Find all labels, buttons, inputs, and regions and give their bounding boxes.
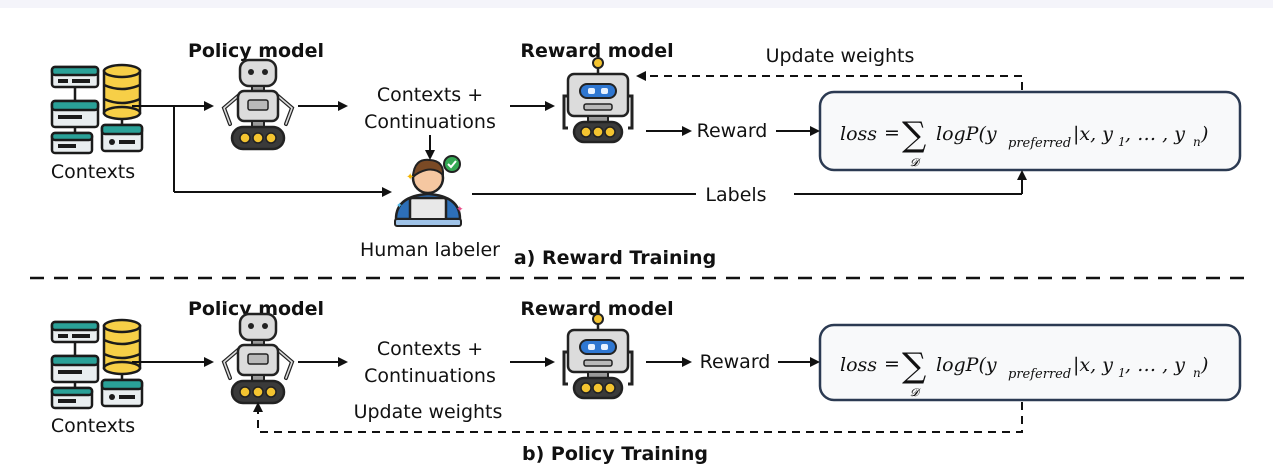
contexts-label: Contexts: [51, 161, 135, 183]
svg-text:): ): [1200, 123, 1208, 145]
svg-text:∑: ∑: [902, 346, 926, 386]
loss-formula-box: loss = ∑ 𝓓 logP(y preferred |x, y 1 , … …: [818, 90, 1242, 172]
svg-text:loss: loss: [840, 123, 877, 145]
svg-text:n: n: [1193, 366, 1201, 380]
update-weights-label: Update weights: [766, 45, 915, 67]
svg-text:): ): [1200, 354, 1208, 376]
svg-text:|x, y: |x, y: [1073, 123, 1113, 145]
continuations-label: Continuations: [364, 365, 496, 387]
reward-label: Reward: [700, 351, 771, 373]
svg-text:|x, y: |x, y: [1073, 354, 1113, 376]
contexts-label: Contexts: [51, 415, 135, 437]
svg-text:=: =: [884, 122, 900, 144]
human-labeler-icon: ✦ ✦ ✦: [394, 158, 464, 227]
checkmark-badge-icon: [443, 155, 461, 173]
svg-text:logP(y: logP(y: [936, 123, 997, 145]
svg-text:1: 1: [1118, 135, 1126, 149]
contexts-plus-label: Contexts +: [377, 338, 483, 360]
section-b-arrows: [132, 357, 1023, 433]
contexts-plus-label: Contexts +: [377, 84, 483, 106]
reward-training-caption: a) Reward Training: [514, 247, 716, 269]
svg-text:logP(y: logP(y: [936, 354, 997, 376]
svg-text:𝓓: 𝓓: [910, 386, 921, 399]
policy-training-caption: b) Policy Training: [522, 443, 708, 465]
svg-text:1: 1: [1118, 366, 1126, 380]
reward-model-label: Reward model: [520, 40, 673, 62]
svg-text:n: n: [1193, 135, 1201, 149]
svg-text:loss: loss: [840, 354, 877, 376]
reward-label: Reward: [697, 120, 768, 142]
top-band: [0, 0, 1273, 8]
svg-text:preferred: preferred: [1008, 367, 1071, 382]
policy-model-label: Policy model: [188, 298, 324, 320]
human-labeler-label: Human labeler: [360, 239, 500, 261]
svg-text:𝓓: 𝓓: [910, 156, 921, 169]
svg-text:=: =: [884, 353, 900, 375]
reward-robot-icon: [562, 56, 634, 144]
svg-text:✦: ✦: [406, 172, 414, 183]
svg-text:✦: ✦: [396, 201, 403, 210]
robot-icon: [222, 58, 294, 151]
svg-text:∑: ∑: [902, 115, 926, 155]
loss-formula-box: loss = ∑ 𝓓 logP(y preferred |x, y 1 , … …: [818, 323, 1242, 402]
reward-robot-icon: [562, 312, 634, 400]
continuations-label: Continuations: [364, 111, 496, 133]
labels-label: Labels: [705, 184, 766, 206]
section-a-arrows: [132, 71, 1027, 197]
server-database-icon: [50, 63, 144, 155]
svg-text:, … , y: , … , y: [1125, 354, 1185, 376]
section-a: Contexts Policy model Contexts + Continu…: [50, 40, 1242, 269]
policy-model-label: Policy model: [188, 40, 324, 62]
reward-model-label: Reward model: [520, 298, 673, 320]
svg-text:✦: ✦: [456, 205, 464, 215]
server-database-icon: [50, 318, 144, 410]
svg-text:, … , y: , … , y: [1125, 123, 1185, 145]
svg-text:preferred: preferred: [1008, 136, 1071, 151]
section-b: Contexts Policy model Contexts + Continu…: [50, 298, 1242, 465]
robot-icon: [222, 312, 294, 405]
update-weights-label: Update weights: [354, 401, 503, 423]
